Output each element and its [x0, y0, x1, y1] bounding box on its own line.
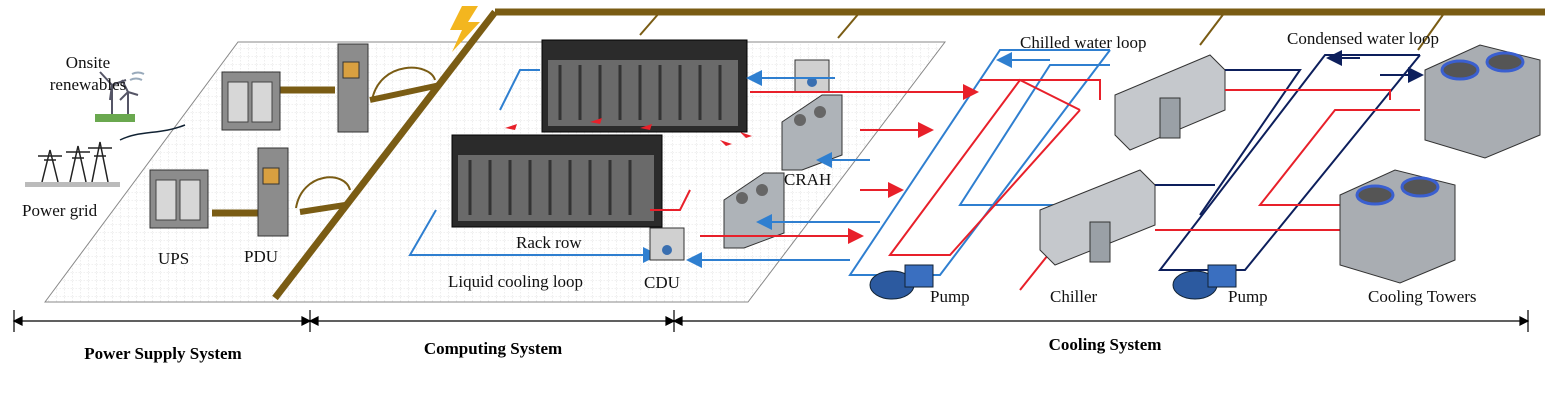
ups-cabinet-icon: [149, 71, 281, 229]
pdu-cabinet-icon: [257, 43, 369, 237]
liquid-cooling-loop: [408, 69, 691, 263]
ups-label: UPS: [158, 249, 189, 268]
chiller-icon: [1039, 54, 1226, 266]
cdu-unit-icon: [649, 59, 830, 261]
condensed-water-pipes: [1155, 50, 1424, 271]
transmission-tower-icon: [25, 141, 120, 187]
pump-1-label: Pump: [930, 287, 970, 306]
cdu-label: CDU: [644, 273, 680, 292]
onsite-renewables-label-2: renewables: [50, 75, 126, 94]
power-feed-lines: [212, 8, 1545, 301]
liquid-cooling-loop-label: Liquid cooling loop: [448, 272, 583, 291]
power-grid-label: Power grid: [22, 201, 98, 220]
crah-label: CRAH: [784, 170, 831, 189]
cooling-towers-label: Cooling Towers: [1368, 287, 1477, 306]
server-rack-icon: [451, 39, 748, 228]
power-supply-system-label: Power Supply System: [84, 344, 241, 363]
pdu-label: PDU: [244, 247, 278, 266]
cooling-system-label: Cooling System: [1049, 335, 1162, 354]
onsite-renewables-label: Onsite: [66, 53, 110, 72]
hot-air-arrows: [505, 118, 752, 146]
lightning-icon: [450, 6, 480, 52]
cooling-tower-icon: [1339, 44, 1541, 284]
grid-cable: [119, 124, 186, 141]
pump-icon: [869, 264, 1237, 300]
chiller-label: Chiller: [1050, 287, 1098, 306]
condensed-water-loop-label: Condensed water loop: [1287, 29, 1439, 48]
section-dimension-lines: [12, 310, 1530, 332]
rack-row-label: Rack row: [516, 233, 582, 252]
wind-turbine-icon: [95, 71, 145, 122]
chilled-water-loop-label: Chilled water loop: [1020, 33, 1147, 52]
computing-system-label: Computing System: [424, 339, 562, 358]
pump-2-label: Pump: [1228, 287, 1268, 306]
